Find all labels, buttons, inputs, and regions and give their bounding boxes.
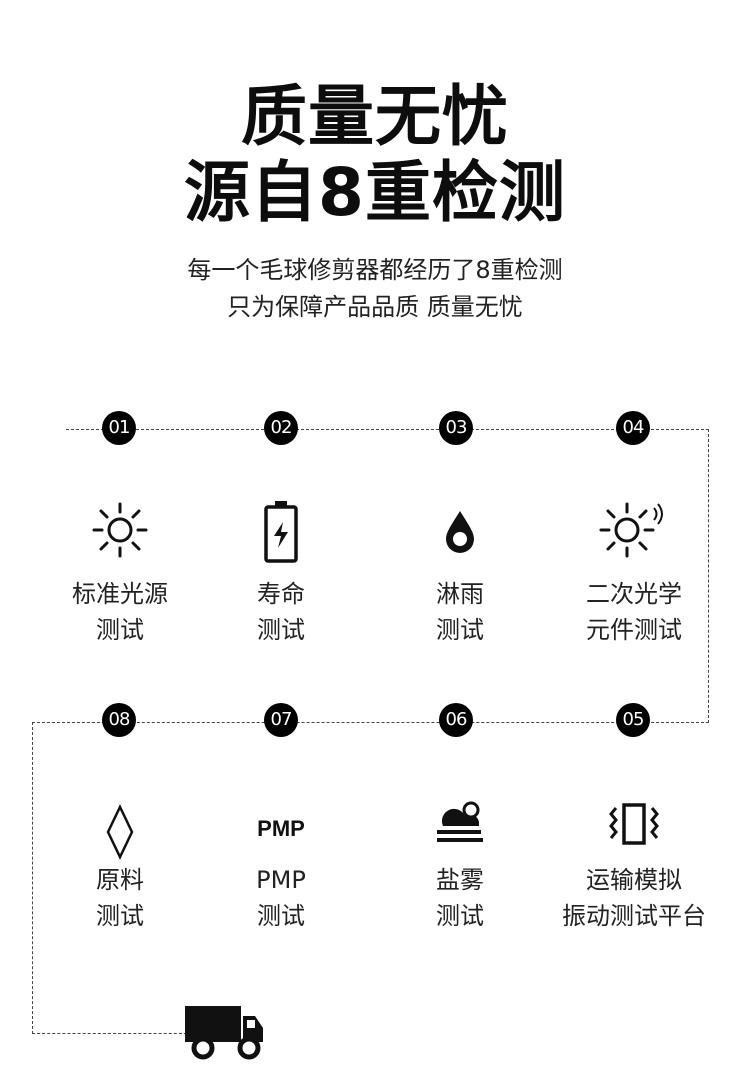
sun-signal-icon bbox=[544, 500, 724, 562]
subtitle-line2: 只为保障产品品质 质量无忧 bbox=[227, 293, 523, 321]
test-label-line1: 标准光源 bbox=[72, 580, 168, 608]
battery-icon bbox=[191, 500, 371, 563]
sun-icon bbox=[30, 500, 210, 562]
step-badge-07: 07 bbox=[264, 703, 298, 737]
step-badge-08: 08 bbox=[102, 703, 136, 737]
page-title-line2: 源自8重检测 bbox=[184, 154, 566, 231]
step-badge-03: 03 bbox=[439, 411, 473, 445]
test-label-line1: 运输模拟 bbox=[586, 866, 682, 894]
path-line-left bbox=[32, 722, 33, 1034]
test-label-line1: 淋雨 bbox=[436, 580, 484, 608]
path-line-row1 bbox=[66, 429, 709, 430]
vibration-icon bbox=[544, 800, 724, 862]
test-label-line1: 二次光学 bbox=[586, 580, 682, 608]
diamond-icon bbox=[30, 804, 210, 866]
step-badge-02: 02 bbox=[264, 411, 298, 445]
test-label-line2: 振动测试平台 bbox=[562, 902, 706, 930]
test-label-line2: 测试 bbox=[96, 616, 144, 644]
step-badge-06: 06 bbox=[439, 703, 473, 737]
test-label-line2: 测试 bbox=[96, 902, 144, 930]
path-line-bottom bbox=[32, 1033, 192, 1034]
step-badge-01: 01 bbox=[102, 411, 136, 445]
test-label-line2: 测试 bbox=[436, 616, 484, 644]
subtitle-line1: 每一个毛球修剪器都经历了8重检测 bbox=[187, 256, 563, 284]
test-label-line1: PMP bbox=[256, 866, 306, 894]
truck-icon bbox=[185, 1006, 265, 1060]
page-title-line1: 质量无忧 bbox=[241, 78, 509, 155]
step-badge-05: 05 bbox=[616, 703, 650, 737]
step-badge-04: 04 bbox=[616, 411, 650, 445]
test-label-line1: 原料 bbox=[96, 866, 144, 894]
test-label-line1: 寿命 bbox=[257, 580, 305, 608]
test-label-line2: 元件测试 bbox=[586, 616, 682, 644]
test-label-line2: 测试 bbox=[257, 616, 305, 644]
path-line-right bbox=[708, 429, 709, 723]
path-line-row2 bbox=[32, 722, 709, 723]
test-label-line2: 测试 bbox=[257, 902, 305, 930]
test-label-line2: 测试 bbox=[436, 902, 484, 930]
water-drop-icon bbox=[370, 508, 550, 570]
pmp-icon: PMP bbox=[257, 816, 305, 841]
test-label-line1: 盐雾 bbox=[436, 866, 484, 894]
salt-fog-icon bbox=[370, 800, 550, 862]
